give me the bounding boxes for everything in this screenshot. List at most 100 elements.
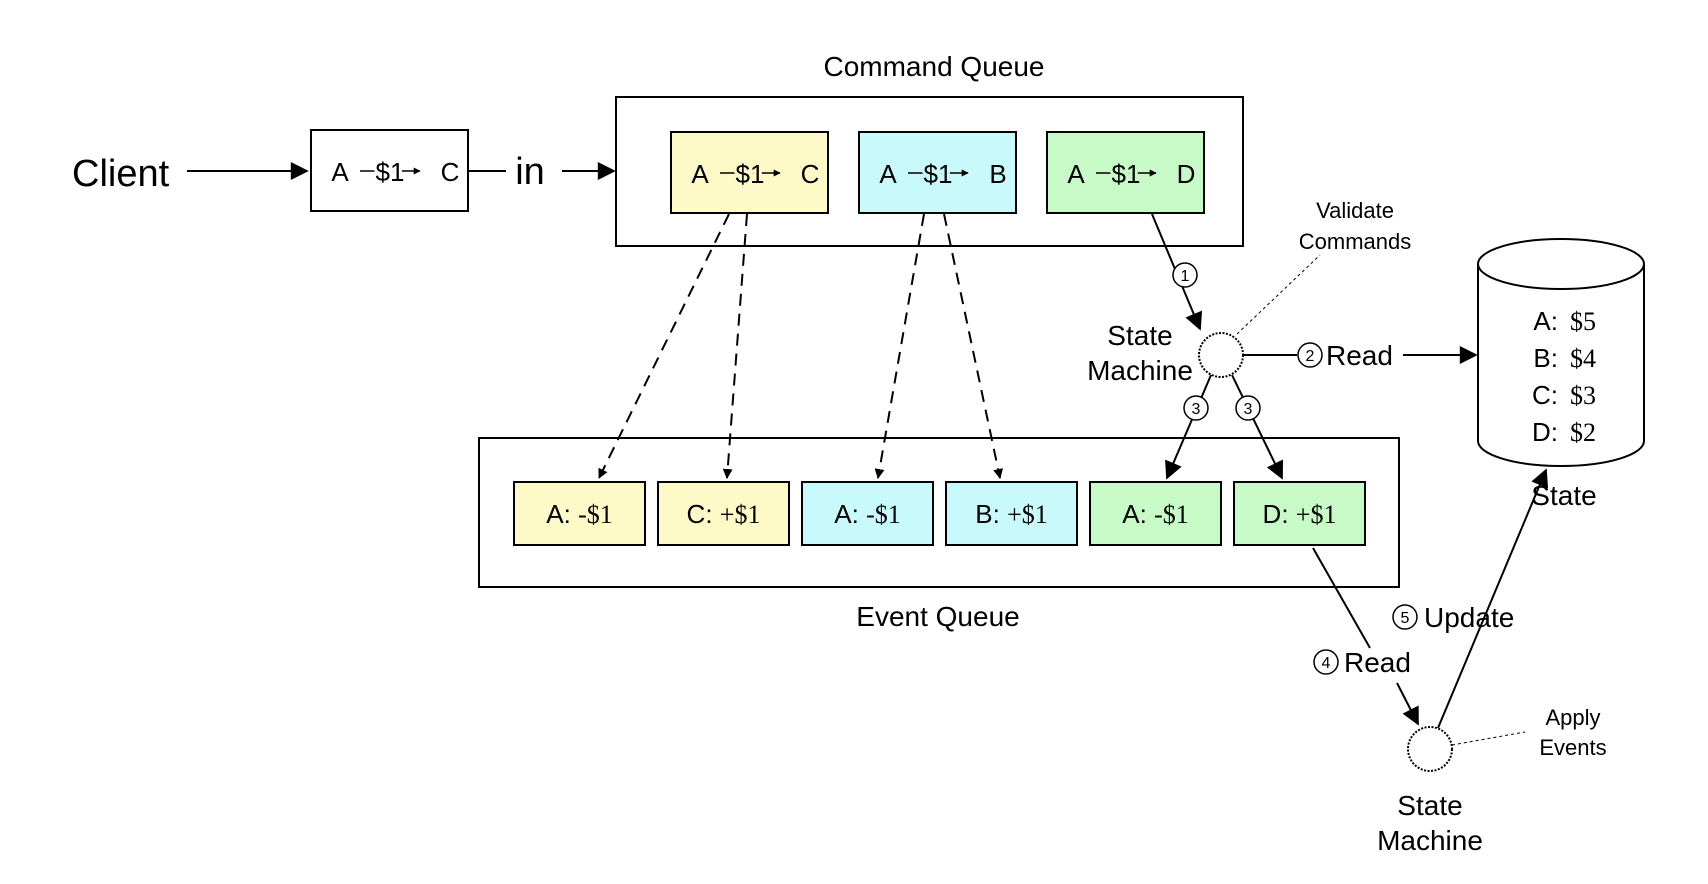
- apply-events-label-line1: Apply: [1545, 705, 1600, 730]
- event-box: [1089, 481, 1222, 546]
- event-item: A: -$1: [1089, 481, 1222, 546]
- svg-text:3: 3: [1244, 401, 1253, 418]
- command-item: A $1 D: [1046, 131, 1205, 214]
- event-account: A:: [834, 499, 866, 529]
- event-item: C: +$1: [657, 481, 790, 546]
- event-queue-container: [478, 437, 1400, 588]
- svg-text:1: 1: [1181, 268, 1190, 285]
- step-5-marker: 5: [1392, 604, 1418, 630]
- state-account: B:: [1533, 343, 1558, 373]
- event-box: [945, 481, 1078, 546]
- client-command-box: A $1 C: [310, 129, 469, 212]
- validate-commands-label-line1: Validate: [1316, 198, 1394, 223]
- client-command-to: C: [441, 157, 460, 187]
- event-item: A: -$1: [513, 481, 646, 546]
- client-command-from: A: [331, 157, 349, 187]
- state-machine-label-1-line1: State: [1107, 320, 1172, 351]
- command-to: D: [1177, 159, 1196, 189]
- dashed-arrow-c2-e3: [874, 213, 925, 479]
- step-3b-marker: 3: [1235, 395, 1261, 421]
- event-text: B: +$1: [975, 499, 1047, 529]
- event-item: A: -$1: [801, 481, 934, 546]
- validate-state-machine-node: [1198, 332, 1244, 378]
- command-to-event-arrows: [598, 213, 1004, 479]
- command-from: A: [1067, 159, 1085, 189]
- state-account: C:: [1532, 380, 1558, 410]
- command-to: B: [989, 159, 1006, 189]
- step-2-marker: 2: [1297, 342, 1323, 368]
- event-item: B: +$1: [945, 481, 1078, 546]
- state-value: $3: [1570, 381, 1596, 410]
- apply-leader-line: [1451, 731, 1526, 746]
- event-box: [513, 481, 646, 546]
- step-1-marker: 1: [1172, 262, 1198, 288]
- state-machine-label-2-line1: State: [1397, 790, 1462, 821]
- event-account: B:: [975, 499, 1007, 529]
- event-text: C: +$1: [687, 499, 761, 529]
- state-account: D:: [1532, 417, 1558, 447]
- event-delta: -$1: [578, 500, 613, 529]
- event-queue-title: Event Queue: [856, 601, 1019, 632]
- event-list: A: -$1 C: +$1 A: -$1 B: +$1 A: -$1 D: +$1: [513, 481, 1366, 546]
- apply-state-machine-node: [1407, 726, 1453, 772]
- state-value: $2: [1570, 418, 1596, 447]
- state-row: D: $2: [1532, 417, 1596, 447]
- event-account: D:: [1263, 499, 1296, 529]
- validate-leader-line: [1236, 254, 1321, 335]
- dashed-arrow-c2-e4: [943, 213, 1004, 479]
- event-delta: +$1: [1296, 500, 1337, 529]
- arrow-update-state: [1437, 468, 1549, 729]
- step-4-marker: 4: [1313, 649, 1339, 675]
- command-amount: $1: [924, 159, 953, 189]
- command-from: A: [691, 159, 709, 189]
- state-row: A:$5: [1533, 306, 1596, 336]
- arrow-state-machine-to-event-d: [1231, 374, 1284, 480]
- state-database: [1477, 238, 1645, 467]
- svg-text:5: 5: [1401, 610, 1410, 627]
- command-queue-container: [615, 96, 1244, 247]
- state-machine-label-2-line2: Machine: [1377, 825, 1483, 856]
- read-line-events: [1312, 547, 1371, 649]
- event-text: A: -$1: [546, 499, 612, 529]
- command-to: C: [801, 159, 820, 189]
- state-row: B:$4: [1533, 343, 1596, 373]
- command-queue-title: Command Queue: [823, 51, 1044, 82]
- dashed-arrow-c1-e1: [598, 213, 730, 479]
- validate-commands-label-line2: Commands: [1299, 229, 1411, 254]
- svg-text:4: 4: [1322, 655, 1331, 672]
- event-delta: -$1: [1154, 500, 1189, 529]
- event-text: A: -$1: [834, 499, 900, 529]
- state-values: A:$5B:$4C: $3D: $2: [1532, 306, 1596, 447]
- svg-text:3: 3: [1192, 401, 1201, 418]
- dashed-arrow-c1-e2: [722, 213, 748, 479]
- command-item: A $1 B: [858, 131, 1017, 214]
- arrow-read-to-apply-machine: [1396, 682, 1419, 726]
- event-box: [801, 481, 934, 546]
- client-command-amount: $1: [376, 157, 405, 187]
- event-account: A:: [546, 499, 578, 529]
- event-box: [657, 481, 790, 546]
- event-box: [1233, 481, 1366, 546]
- event-text: D: +$1: [1263, 499, 1337, 529]
- arrow-state-machine-to-event-a: [1165, 374, 1212, 480]
- client-label: Client: [72, 153, 170, 195]
- state-machine-label-1-line2: Machine: [1087, 355, 1193, 386]
- apply-events-label-line2: Events: [1539, 735, 1606, 760]
- state-label: State: [1531, 480, 1596, 511]
- event-account: C:: [687, 499, 720, 529]
- event-text: A: -$1: [1122, 499, 1188, 529]
- event-delta: +$1: [720, 500, 761, 529]
- state-value: $5: [1570, 307, 1596, 336]
- command-amount: $1: [1112, 159, 1141, 189]
- update-label-5: Update: [1424, 602, 1514, 633]
- event-delta: +$1: [1007, 500, 1048, 529]
- svg-text:2: 2: [1306, 348, 1315, 365]
- event-delta: -$1: [866, 500, 901, 529]
- read-label-4: Read: [1344, 647, 1411, 678]
- command-from: A: [879, 159, 897, 189]
- step-3a-marker: 3: [1183, 395, 1209, 421]
